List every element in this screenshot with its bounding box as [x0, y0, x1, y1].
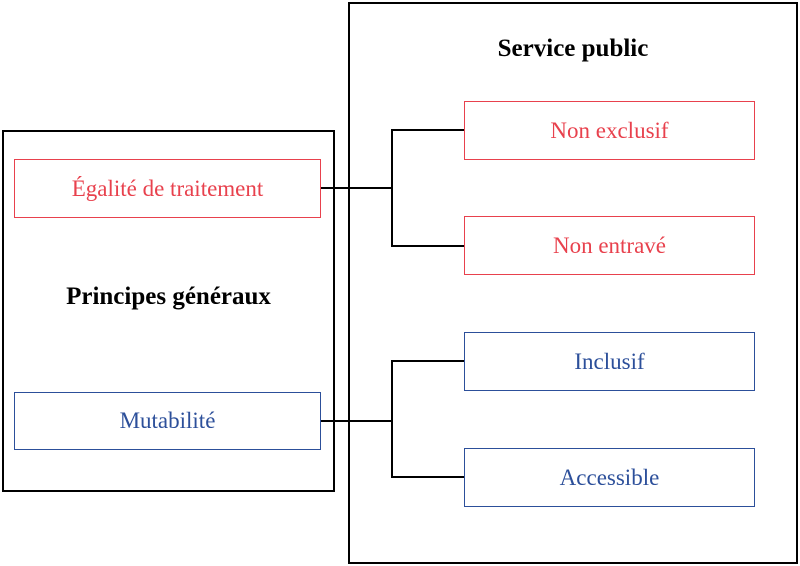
egalite-de-traitement-box: Égalité de traitement	[14, 159, 321, 218]
non-exclusif-label: Non exclusif	[550, 117, 669, 143]
mutabilite-label: Mutabilité	[119, 408, 216, 433]
inclusif-box: Inclusif	[464, 332, 755, 391]
non-exclusif-box: Non exclusif	[464, 101, 755, 160]
mutabilite-box: Mutabilité	[14, 392, 321, 450]
non-entrave-label: Non entravé	[552, 232, 667, 258]
principes-generaux-title: Principes généraux	[66, 283, 271, 310]
service-public-title: Service public	[497, 35, 649, 62]
accessible-box: Accessible	[464, 448, 755, 507]
egalite-de-traitement-label: Égalité de traitement	[71, 175, 264, 201]
accessible-label: Accessible	[559, 464, 660, 490]
non-entrave-box: Non entravé	[464, 216, 755, 275]
inclusif-label: Inclusif	[574, 348, 645, 374]
